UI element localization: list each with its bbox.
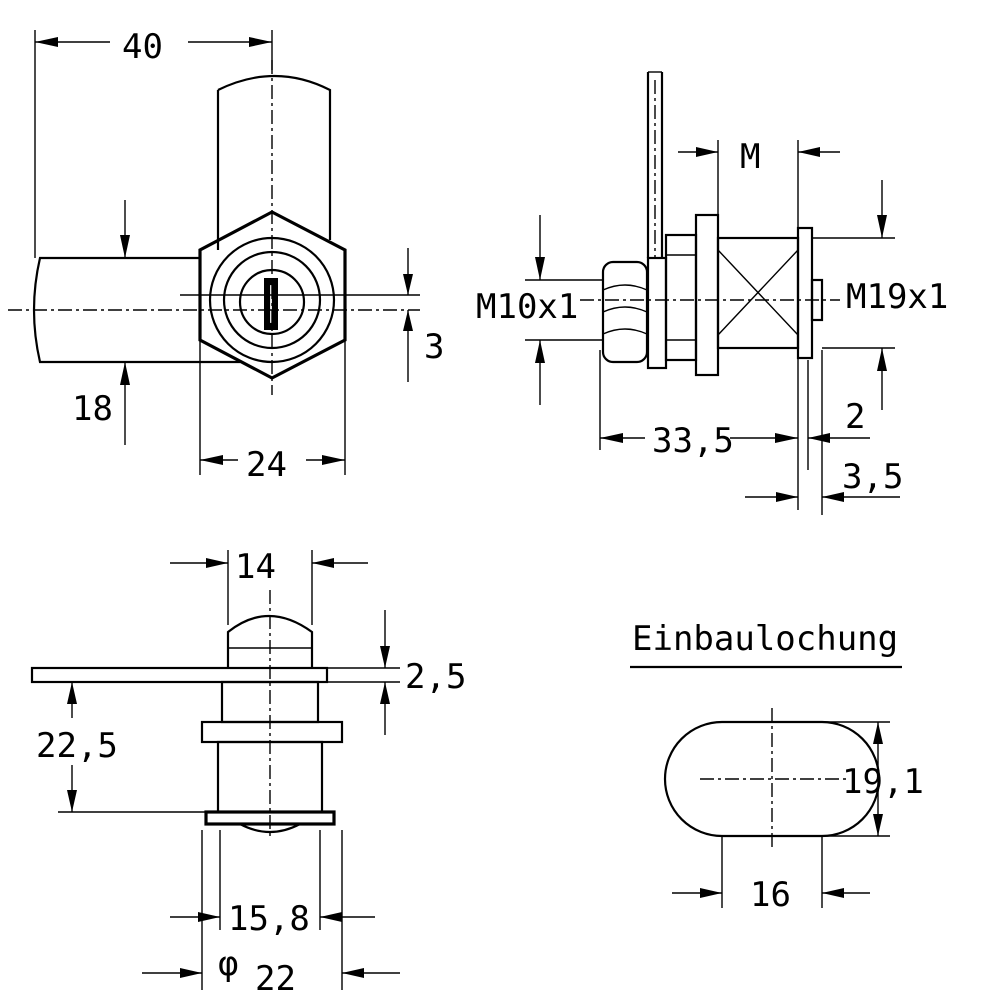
bottom-cap <box>239 823 301 834</box>
dim-22-arrow-right <box>342 968 364 978</box>
dim-3-5-arrow-right <box>822 492 844 502</box>
dim-14-arrow-left <box>206 558 228 568</box>
hex-nut-side <box>664 233 698 362</box>
dim-33-label: 33,5 <box>652 421 734 461</box>
dim-19-1-arrow-top <box>873 722 883 744</box>
dim-m-arrow-right <box>798 147 820 157</box>
washer <box>646 256 668 370</box>
dim-15-8-arrow-right <box>320 912 342 922</box>
body-cross <box>717 249 799 336</box>
dim-2-5-arrow-bottom <box>380 682 390 704</box>
dim-m19-label: M19x1 <box>846 277 948 317</box>
dim-19-1-arrow-bottom <box>873 814 883 836</box>
dim-15-8-arrow-left <box>198 912 220 922</box>
dim-15-8-label: 15,8 <box>228 899 310 939</box>
dim-m-label: M <box>740 137 760 177</box>
dim-m10-label: M10x1 <box>476 287 578 327</box>
dim-40-arrow-left <box>35 37 58 47</box>
dim-22-arrow-left <box>180 968 202 978</box>
dim-22-5-label: 22,5 <box>36 726 118 766</box>
dim-24-arrow-right <box>322 455 345 465</box>
dim-m10-arrow-top <box>535 257 545 280</box>
dim-22-5-arrow-top <box>67 682 77 704</box>
dim-3-label: 3 <box>424 327 444 367</box>
flange-ring <box>694 213 720 377</box>
dim-33-arrow-left <box>600 433 623 443</box>
dim-3-arrow-bottom <box>403 310 413 331</box>
dim-18-arrow-bottom <box>120 362 130 385</box>
dim-14-label: 14 <box>235 547 276 587</box>
bottom-view: 14 2,5 22,5 15,8 φ 22 <box>30 547 466 999</box>
dim-33-arrow-right <box>775 433 798 443</box>
front-view: 40 18 24 3 <box>8 27 444 485</box>
dim-2-5-label: 2,5 <box>405 657 466 697</box>
cam-plate-bottom <box>30 666 329 684</box>
dim-16-label: 16 <box>750 875 791 915</box>
dim-m19-arrow-top <box>877 215 887 238</box>
small-nut-hatch <box>602 284 648 335</box>
dim-19-1-label: 19,1 <box>842 762 924 802</box>
dim-16-arrow-left <box>700 888 722 898</box>
dim-22-label: 22 <box>255 959 296 999</box>
dim-22-5-arrow-bottom <box>67 790 77 812</box>
diameter-symbol: φ <box>218 944 238 984</box>
dim-3-5-label: 3,5 <box>842 457 903 497</box>
dim-2-label: 2 <box>845 397 865 437</box>
cam-tongue-vertical <box>216 75 332 250</box>
key-slot-inner <box>267 282 275 326</box>
dim-24-arrow-left <box>200 455 223 465</box>
mounting-cutout: Einbaulochung 19,1 16 <box>630 619 924 915</box>
small-nut <box>601 260 649 364</box>
cutout-title: Einbaulochung <box>632 619 898 659</box>
side-view: M M10x1 M19x1 33,5 2 <box>476 71 948 515</box>
nut-ring <box>200 720 344 744</box>
dim-18-label: 18 <box>72 389 113 429</box>
dim-18-arrow-top <box>120 235 130 258</box>
dim-14-arrow-right <box>312 558 334 568</box>
top-nut <box>226 614 314 668</box>
dim-m19-arrow-bottom <box>877 348 887 371</box>
dim-3-5-arrow-left <box>776 492 798 502</box>
dim-24-label: 24 <box>246 445 287 485</box>
dim-2-arrow <box>808 433 830 443</box>
dim-3-arrow-top <box>403 274 413 295</box>
dim-40-arrow-right <box>249 37 272 47</box>
dim-m-arrow-left <box>696 147 718 157</box>
lock-head-side <box>796 226 814 360</box>
dim-40-label: 40 <box>122 27 163 67</box>
dim-16-arrow-right <box>822 888 844 898</box>
dim-m10-arrow-bottom <box>535 340 545 363</box>
dim-2-5-arrow-top <box>380 646 390 668</box>
